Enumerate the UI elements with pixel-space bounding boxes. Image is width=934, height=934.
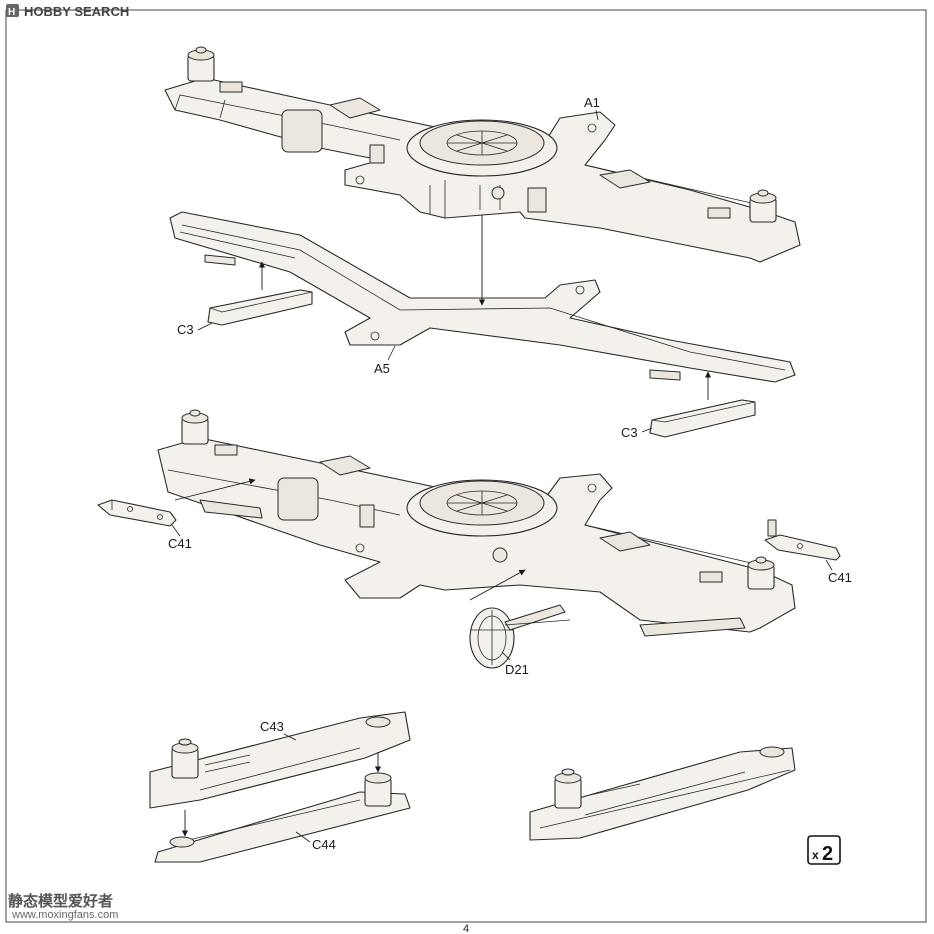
watermark-logo-text: HOBBY SEARCH xyxy=(24,4,129,19)
part-a1-frame xyxy=(164,46,801,263)
part-d21 xyxy=(469,604,571,669)
part-a5-plate xyxy=(169,211,796,383)
assembled-frame xyxy=(157,409,796,637)
watermark-bottom-url: www.moxingfans.com xyxy=(11,909,118,921)
label-c41-right: C41 xyxy=(828,570,852,585)
label-c43: C43 xyxy=(260,719,284,734)
quantity-count: 2 xyxy=(822,843,833,865)
outrigger-group: C43 C44 xyxy=(149,711,796,863)
part-c43 xyxy=(149,711,411,809)
label-a1: A1 xyxy=(584,95,600,110)
page-frame xyxy=(5,9,927,923)
part-c3-right xyxy=(649,399,756,438)
assembled-outrigger xyxy=(529,746,796,841)
upper-assembly-group: A1 C3 A5 C3 xyxy=(164,46,801,440)
part-c44 xyxy=(154,772,411,863)
moxingfans-watermark: 静态模型爱好者 www.moxingfans.com xyxy=(8,892,118,921)
quantity-badge: x 2 xyxy=(807,835,841,865)
part-c41-right xyxy=(764,519,841,561)
label-d21: D21 xyxy=(505,662,529,677)
svg-text:H: H xyxy=(8,7,15,18)
quantity-prefix: x xyxy=(812,848,819,862)
watermark-bottom-text: 静态模型爱好者 xyxy=(8,892,113,910)
part-c3-left xyxy=(207,289,313,326)
label-c41-left: C41 xyxy=(168,536,192,551)
label-c3-left: C3 xyxy=(177,322,194,337)
page-number: 4 xyxy=(463,923,469,934)
middle-assembly-group: C41 C41 D21 xyxy=(97,409,852,677)
part-c41-left xyxy=(97,499,177,527)
hobbysearch-watermark: H HOBBY SEARCH xyxy=(6,4,129,19)
label-c44: C44 xyxy=(312,837,336,852)
label-c3-right: C3 xyxy=(621,425,638,440)
label-a5: A5 xyxy=(374,361,390,376)
